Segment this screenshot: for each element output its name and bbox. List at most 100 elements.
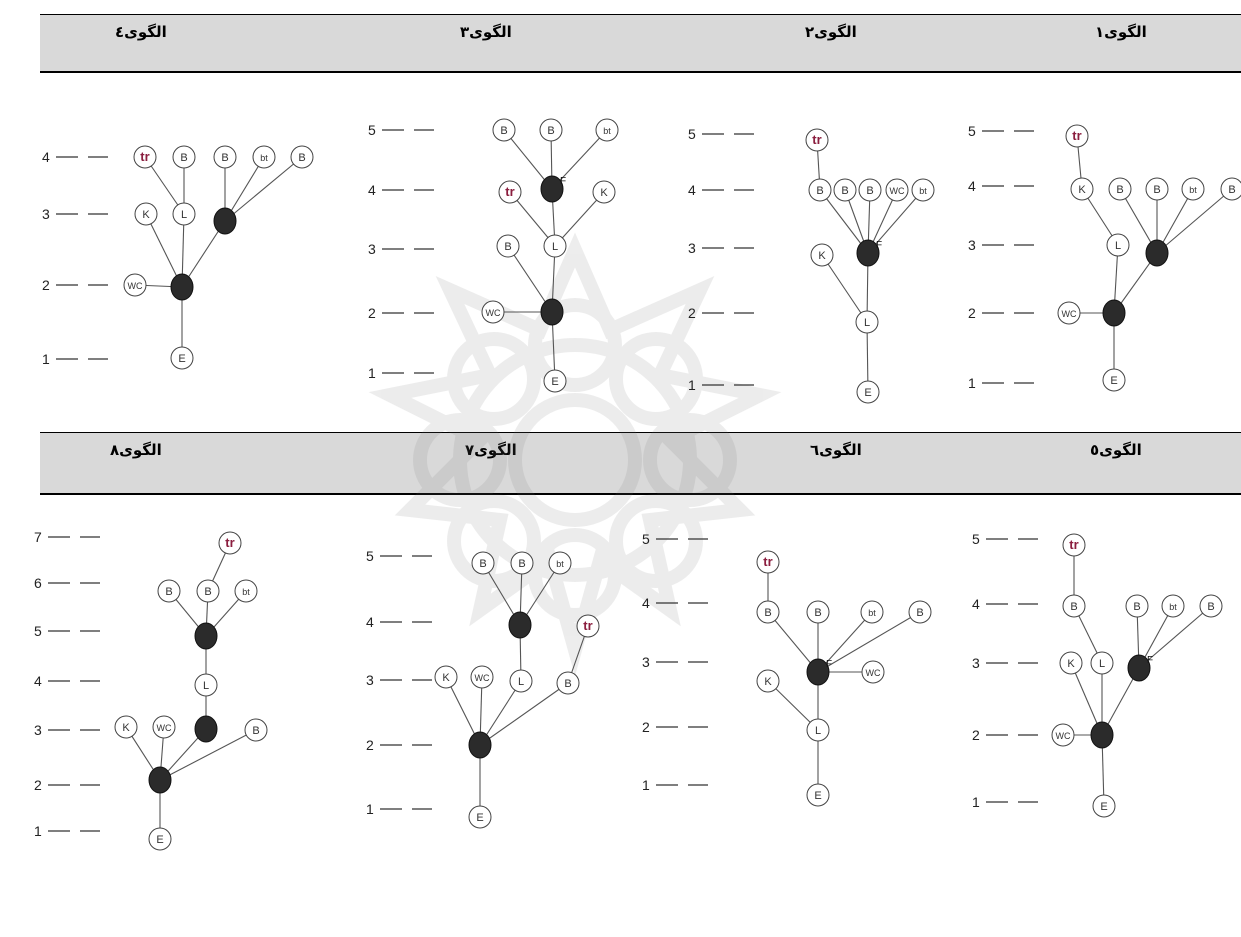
level-number: 2	[368, 305, 376, 321]
pattern-title-1: الگوی۱	[1095, 23, 1147, 41]
pattern-title-4: الگوی٤	[115, 23, 167, 41]
edge-line	[181, 220, 226, 288]
edge-line	[554, 191, 605, 247]
space-node	[1125, 594, 1149, 618]
space-node	[170, 346, 194, 370]
space-node-label: E	[156, 834, 163, 846]
hub-node-label: F	[560, 176, 566, 187]
space-node	[481, 300, 505, 324]
level-number: 2	[972, 727, 980, 743]
space-node	[1181, 177, 1205, 201]
level-number: 7	[34, 529, 42, 545]
edge-line	[821, 254, 868, 323]
level-number: 4	[368, 182, 376, 198]
space-node-label: E	[814, 790, 821, 802]
space-node	[471, 551, 495, 575]
level-number: 5	[972, 531, 980, 547]
space-node	[1090, 651, 1114, 675]
level-number: 4	[642, 595, 650, 611]
space-node-label: K	[1078, 184, 1086, 196]
space-node-label: K	[818, 250, 826, 262]
space-node	[196, 579, 220, 603]
space-node-label: L	[181, 209, 187, 221]
space-node-label: B	[504, 241, 511, 253]
pattern-title-2: الگوی۲	[805, 23, 857, 41]
space-node	[855, 310, 879, 334]
level-number: 4	[688, 182, 696, 198]
space-node	[576, 614, 600, 638]
space-node-label: B	[916, 607, 923, 619]
space-node-label: B	[479, 558, 486, 570]
space-node-label: B	[518, 558, 525, 570]
edge-line	[866, 321, 869, 393]
space-node-label: B	[1228, 184, 1235, 196]
space-node	[470, 665, 494, 689]
space-node	[908, 600, 932, 624]
pattern-title-7: الگوی۷	[465, 441, 517, 459]
space-node	[1062, 594, 1086, 618]
space-node-label: bt	[603, 126, 611, 136]
level-number: 4	[42, 149, 50, 165]
level-number: 3	[688, 240, 696, 256]
space-node	[468, 805, 492, 829]
levels-layer: 1234512345123451234123451234512345123456…	[34, 122, 1038, 839]
space-node	[1062, 533, 1086, 557]
level-number: 3	[972, 655, 980, 671]
space-node-label: B	[298, 152, 305, 164]
edge-line	[507, 245, 553, 313]
space-node	[123, 273, 147, 297]
space-node	[252, 145, 276, 169]
level-number: 4	[34, 673, 42, 689]
edge-line	[479, 682, 569, 746]
space-node	[148, 827, 172, 851]
space-node-label: B	[814, 607, 821, 619]
space-node	[496, 234, 520, 258]
watermark-ornament	[368, 232, 782, 677]
space-node	[244, 718, 268, 742]
level-number: 6	[34, 575, 42, 591]
space-node-label: tr	[505, 184, 514, 199]
space-node	[133, 145, 157, 169]
hub-node	[468, 731, 492, 759]
hub-node	[856, 239, 880, 267]
space-node-label: WC	[890, 186, 905, 196]
hub-node	[1090, 721, 1114, 749]
level-number: 5	[688, 126, 696, 142]
hub-node	[508, 611, 532, 639]
space-node-label: tr	[1072, 128, 1081, 143]
level-number: 2	[968, 305, 976, 321]
level-number: 4	[968, 178, 976, 194]
space-node-label: B	[564, 678, 571, 690]
space-node	[806, 600, 830, 624]
space-node-label: tr	[812, 132, 821, 147]
space-node	[860, 600, 884, 624]
hub-node	[1102, 299, 1126, 327]
space-node	[134, 202, 158, 226]
space-node	[234, 579, 258, 603]
space-node-label: L	[815, 725, 821, 737]
header-band-top: الگوی۱ الگوی۲ الگوی۳ الگوی٤	[40, 14, 1241, 73]
space-node	[1108, 177, 1132, 201]
space-node-label: bt	[556, 559, 564, 569]
hub-node	[194, 715, 218, 743]
level-number: 3	[34, 722, 42, 738]
space-node	[1106, 233, 1130, 257]
hub-node	[1145, 239, 1169, 267]
space-node	[543, 369, 567, 393]
level-number: 3	[642, 654, 650, 670]
hub-node-label: F	[826, 659, 832, 670]
edge-line	[159, 729, 257, 781]
hub-node	[194, 622, 218, 650]
space-node-label: E	[1110, 375, 1117, 387]
space-node-label: tr	[583, 618, 592, 633]
level-number: 1	[42, 351, 50, 367]
space-node-label: WC	[475, 673, 490, 683]
space-node	[492, 118, 516, 142]
space-node-label: B	[204, 586, 211, 598]
space-node	[885, 178, 909, 202]
space-node	[756, 669, 780, 693]
space-node	[194, 673, 218, 697]
space-node	[756, 600, 780, 624]
space-node-label: E	[1100, 801, 1107, 813]
space-node-label: B	[841, 185, 848, 197]
